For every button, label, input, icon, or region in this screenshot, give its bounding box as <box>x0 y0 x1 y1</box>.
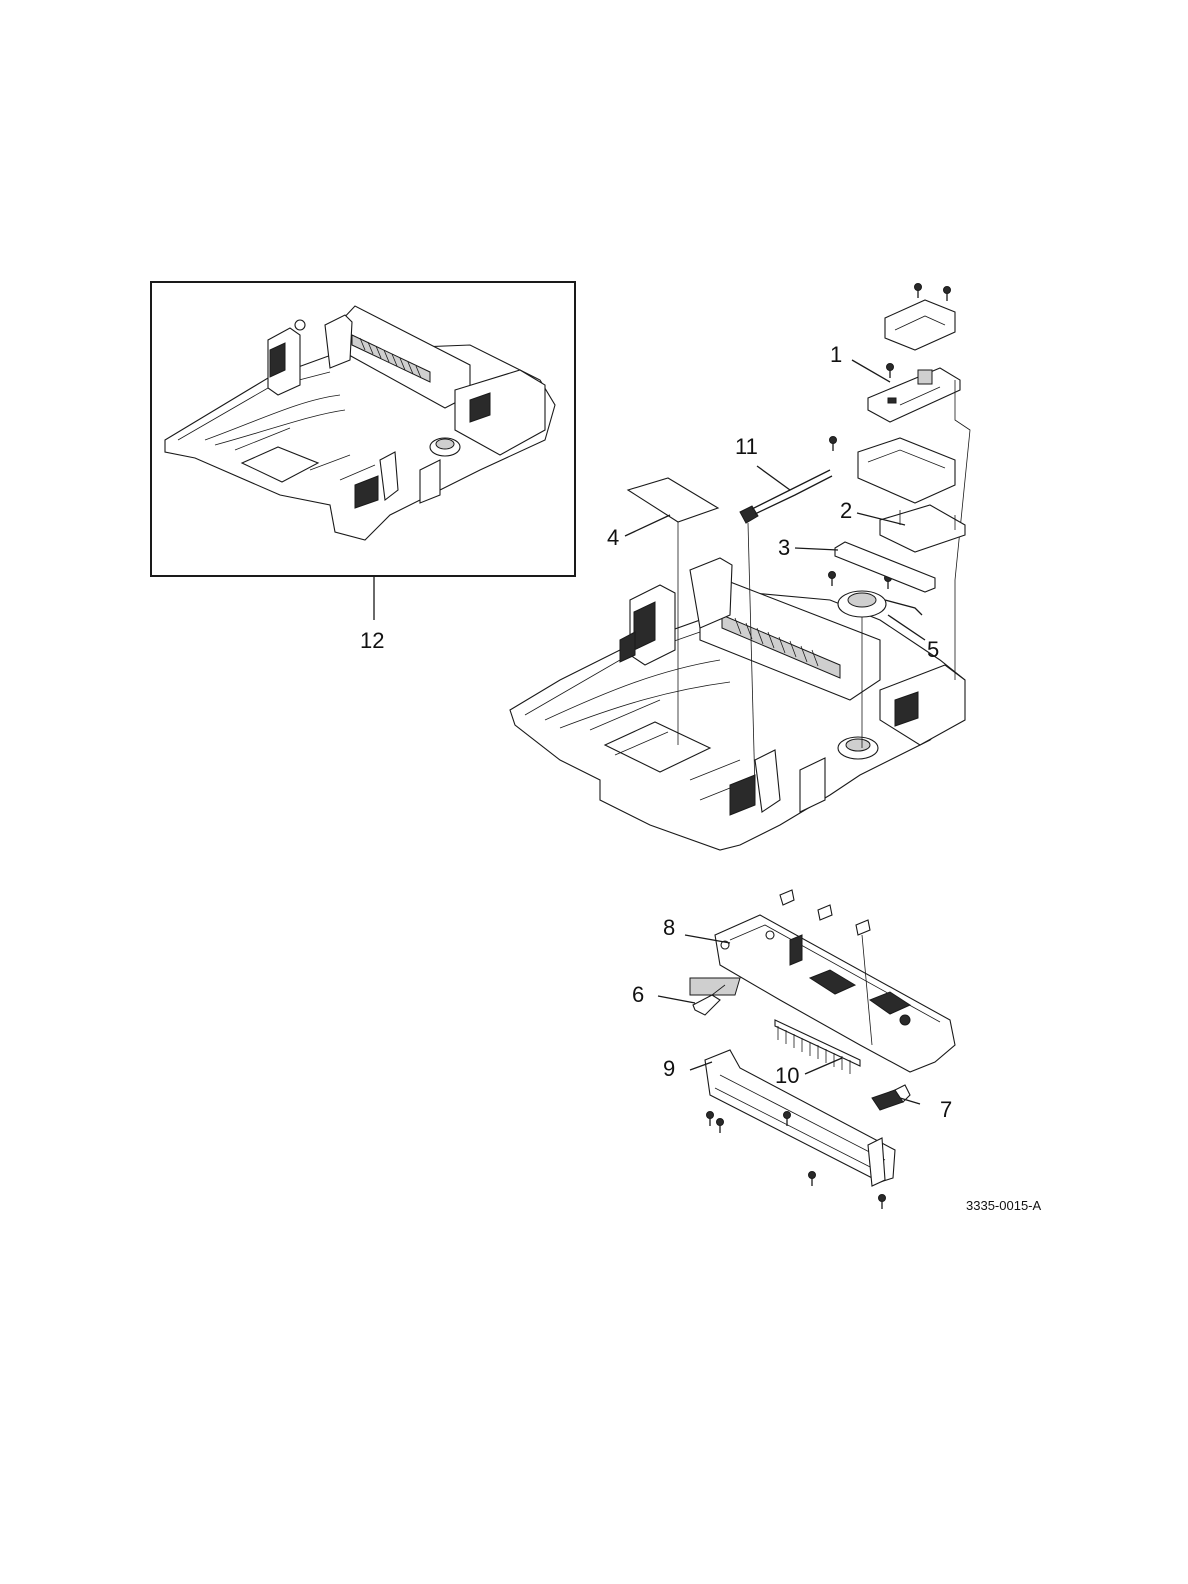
callout-12: 12 <box>360 628 384 653</box>
main-tray-base <box>510 558 965 850</box>
callout-2: 2 <box>840 498 852 523</box>
callout-5: 5 <box>927 637 939 662</box>
callout-7: 7 <box>940 1097 952 1122</box>
part-6-clip <box>690 978 740 1015</box>
part-8-frame <box>715 890 955 1072</box>
callout-8: 8 <box>663 915 675 940</box>
callout-4: 4 <box>607 525 619 550</box>
part-7-roller <box>872 1085 910 1110</box>
inset-tray-assembly <box>165 306 555 540</box>
callout-9: 9 <box>663 1056 675 1081</box>
part-2-bracket <box>880 505 965 552</box>
drawing-id: 3335-0015-A <box>966 1198 1041 1213</box>
callout-10: 10 <box>775 1063 799 1088</box>
part-9-lower-cover <box>705 1050 895 1209</box>
callout-6: 6 <box>632 982 644 1007</box>
callout-1: 1 <box>830 342 842 367</box>
callout-11: 11 <box>735 434 758 459</box>
callout-3: 3 <box>778 535 790 560</box>
